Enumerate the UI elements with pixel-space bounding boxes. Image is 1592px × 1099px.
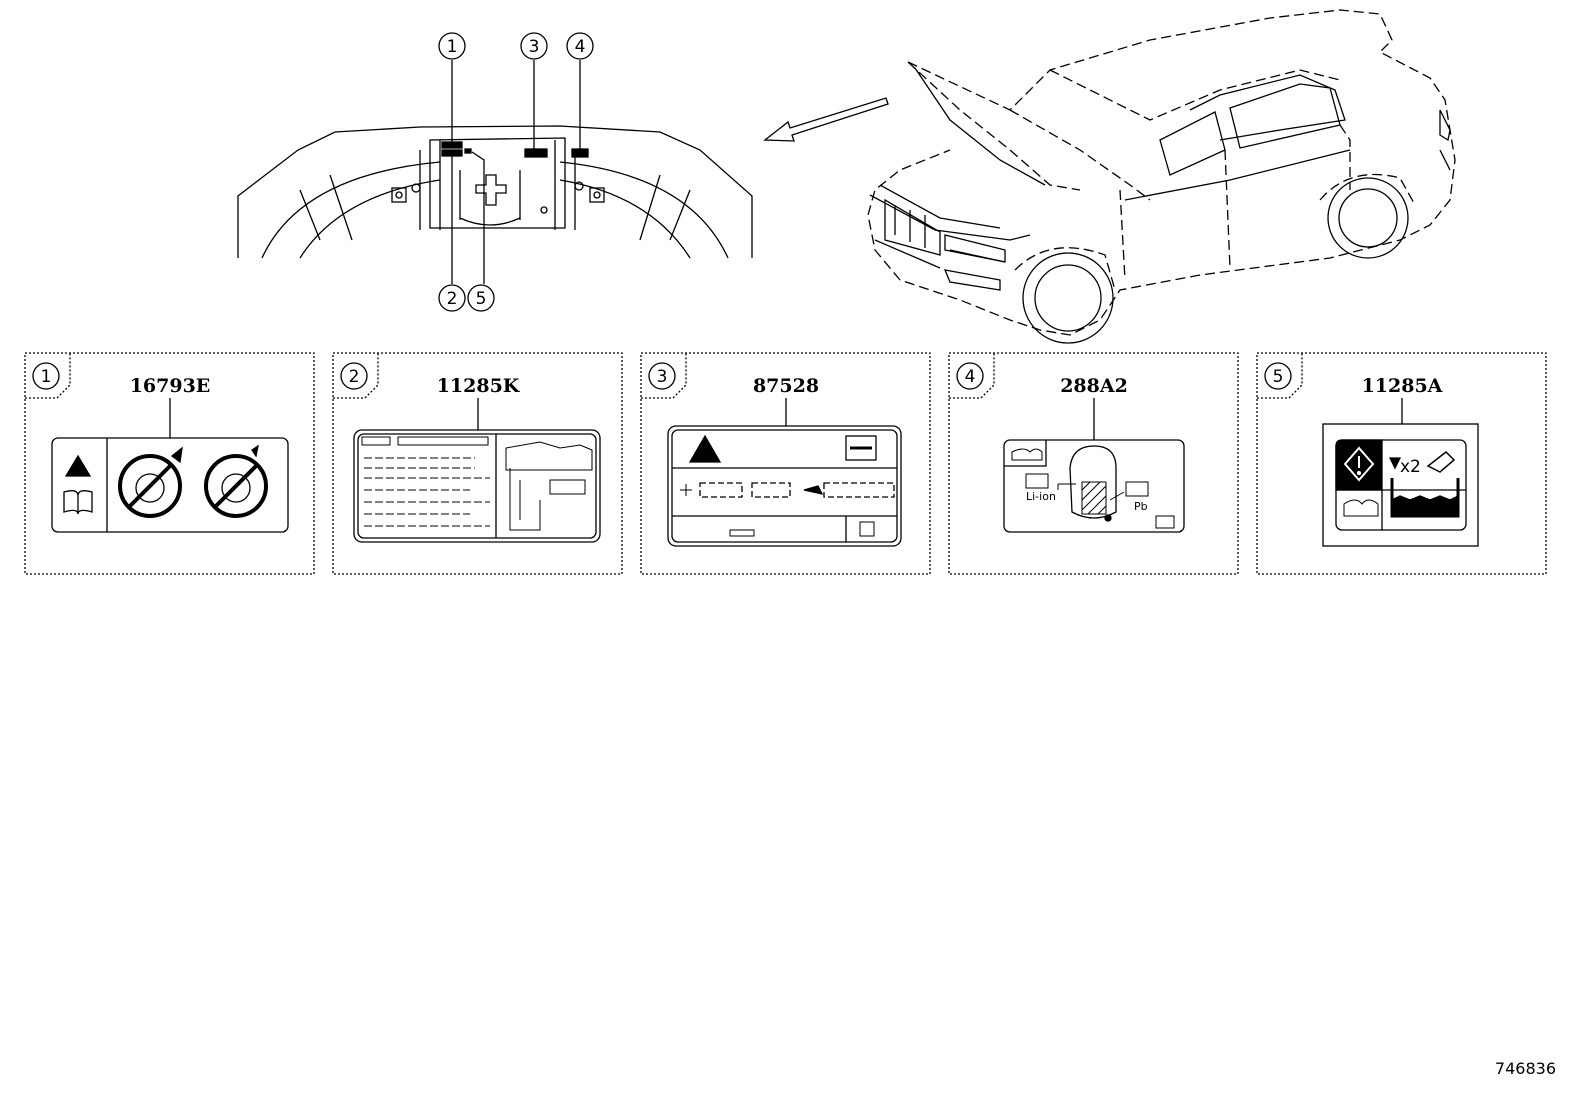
callout-5: 5	[467, 284, 495, 312]
svg-text:16793E: 16793E	[130, 375, 211, 397]
svg-text:11285K: 11285K	[437, 375, 521, 397]
engine-bay-view	[237, 60, 753, 284]
svg-text:288A2: 288A2	[1060, 375, 1128, 397]
svg-text:4: 4	[575, 37, 586, 57]
panel-2: 2 11285K	[332, 352, 623, 575]
svg-text:2: 2	[349, 367, 360, 387]
svg-text:5: 5	[1273, 367, 1284, 387]
svg-text:1: 1	[447, 37, 458, 57]
callout-2: 2	[438, 284, 466, 312]
svg-text:11285A: 11285A	[1362, 375, 1443, 397]
svg-text:1: 1	[41, 367, 52, 387]
svg-text:Pb: Pb	[1134, 500, 1148, 513]
panel-5: 5 11285A x2	[1256, 352, 1547, 575]
panel-4: 4 288A2 Li-ion Pb	[948, 352, 1239, 575]
callout-3: 3	[520, 32, 548, 60]
callout-1: 1	[438, 32, 466, 60]
panel-3: 3 87528	[640, 352, 931, 575]
suv-vehicle-illustration	[867, 9, 1456, 344]
svg-text:3: 3	[657, 367, 668, 387]
svg-text:2: 2	[447, 289, 458, 309]
panel-1: 1 16793E	[24, 352, 315, 575]
svg-text:5: 5	[476, 289, 487, 309]
direction-arrow-icon	[763, 97, 889, 142]
svg-text:4: 4	[965, 367, 976, 387]
svg-text:87528: 87528	[753, 375, 819, 397]
diagram-code: 746836	[1495, 1059, 1556, 1078]
svg-text:Li-ion: Li-ion	[1026, 490, 1056, 503]
callout-4: 4	[566, 32, 594, 60]
svg-text:3: 3	[529, 37, 540, 57]
svg-text:x2: x2	[1400, 457, 1421, 477]
